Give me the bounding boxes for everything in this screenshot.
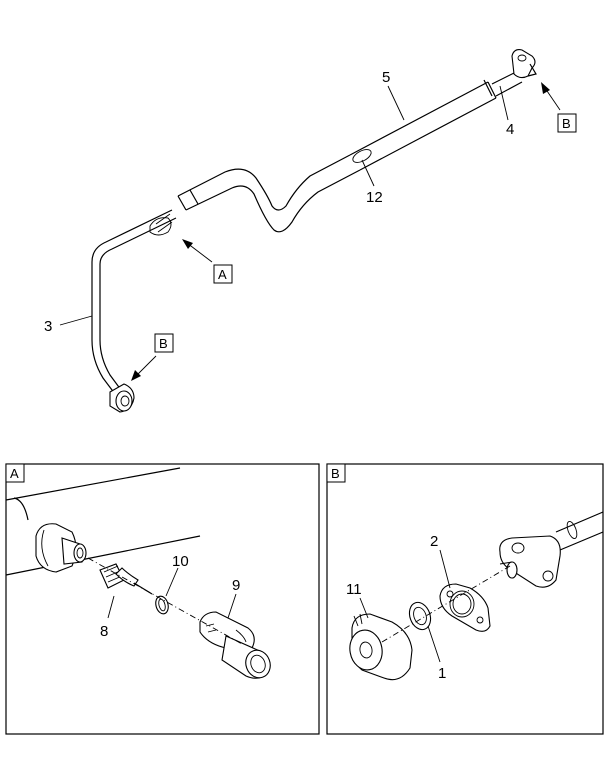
view-ref-b-top-label: B xyxy=(562,116,571,131)
callout-8: 8 xyxy=(100,623,108,640)
arrow-icon xyxy=(131,370,141,381)
panel-b-label: B xyxy=(331,466,340,481)
callout-2: 2 xyxy=(430,533,438,550)
arrow-icon xyxy=(541,82,550,94)
view-ref-b-top: B xyxy=(541,82,577,133)
detail-panel-a: A xyxy=(5,463,320,735)
hose-assembly xyxy=(91,49,537,413)
callout-9: 9 xyxy=(232,577,240,594)
view-ref-a: A xyxy=(182,239,233,284)
gasket xyxy=(439,583,491,632)
view-ref-b-left-label: B xyxy=(159,336,168,351)
callout-10: 10 xyxy=(172,553,189,570)
callout-1: 1 xyxy=(438,665,446,682)
callout-12: 12 xyxy=(366,189,383,206)
o-ring-b xyxy=(408,601,432,631)
panel-a-label: A xyxy=(10,466,19,481)
callout-4: 4 xyxy=(506,121,514,138)
detail-panel-b: B xyxy=(326,463,604,735)
view-ref-b-left: B xyxy=(131,333,174,381)
right-hose-fitting xyxy=(511,49,537,79)
callout-5: 5 xyxy=(382,69,390,86)
left-hose-fitting xyxy=(109,383,135,413)
view-ref-a-label: A xyxy=(218,267,227,282)
callout-11: 11 xyxy=(346,581,362,598)
valve-core xyxy=(99,563,153,595)
arrow-icon xyxy=(182,239,193,249)
callout-3: 3 xyxy=(44,318,52,335)
pressure-switch xyxy=(199,611,271,679)
fitting-nut xyxy=(349,613,413,681)
